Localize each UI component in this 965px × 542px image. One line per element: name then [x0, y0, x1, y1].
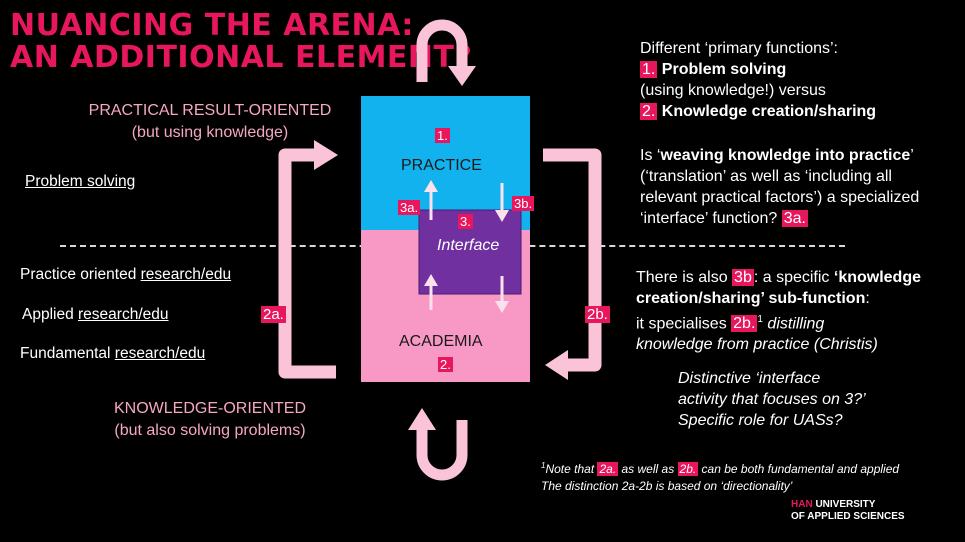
practical-subheading: (but using knowledge): [131, 124, 289, 141]
weaving-question-block: Is ‘weaving knowledge into practice’ (‘t…: [640, 145, 960, 229]
practical-heading-block: PRACTICAL RESULT-ORIENTED (but using kno…: [60, 100, 360, 144]
arrow-lower-up-head: [424, 274, 438, 286]
row-practice-oriented-link: research/edu: [140, 266, 232, 283]
weaving-q-bold: weaving knowledge into practice: [660, 147, 911, 164]
footnote: 1Note that 2a. as well as 2b. can be bot…: [541, 457, 961, 495]
primary-functions-block: Different ‘primary functions’: 1. Proble…: [640, 38, 960, 122]
weaving-question-line2: (‘translation’ as well as ‘including all: [640, 168, 892, 185]
right-bracket-arrow: [543, 148, 602, 372]
academia-number-badge: 2.: [438, 357, 453, 372]
weaving-question-line4: ‘interface’ function? 3a.: [640, 208, 960, 229]
right-bracket-arrowhead: [545, 350, 568, 380]
han-logo: HAN UNIVERSITY OF APPLIED SCIENCES: [791, 499, 905, 523]
left-bracket-arrowhead: [314, 140, 338, 170]
footnote-post: can be both fundamental and applied: [698, 462, 900, 476]
han-logo-mark: HAN: [791, 499, 813, 510]
footnote-badge-2b: 2b.: [677, 462, 699, 476]
also-line4: knowledge from practice (Christis): [636, 336, 878, 354]
practical-heading: PRACTICAL RESULT-ORIENTED: [88, 102, 332, 119]
distinctive-block: Distinctive ‘interface activity that foc…: [678, 368, 958, 431]
function-1: 1. Problem solving: [640, 59, 960, 80]
weaving-q-line4-text: ‘interface’ function?: [640, 210, 778, 227]
top-loop-arrow: [416, 19, 468, 82]
han-logo-university: UNIVERSITY: [815, 499, 876, 510]
interface-number-badge: 3.: [458, 214, 473, 229]
title-line-1: NUANCING THE ARENA:: [10, 8, 414, 43]
footnote-badge-2a: 2a.: [597, 462, 619, 476]
row-applied-link: research/edu: [78, 306, 169, 323]
han-logo-line1: HAN UNIVERSITY: [791, 499, 905, 511]
also-block: There is also 3b: a specific ‘knowledge …: [636, 267, 961, 355]
arrow-lower-down-head: [495, 301, 509, 313]
distinctive-line2: activity that focuses on 3?’: [678, 391, 866, 408]
also-bold1: ‘knowledge: [833, 269, 921, 286]
interface-label: Interface: [437, 237, 500, 254]
distinctive-line1: Distinctive ‘interface: [678, 370, 821, 387]
knowledge-heading-block: KNOWLEDGE-ORIENTED (but also solving pro…: [70, 398, 350, 442]
function-2: 2. Knowledge creation/sharing: [640, 101, 960, 122]
also-line2: creation/sharing’ sub-function:: [636, 288, 961, 309]
footnote-line1: 1Note that 2a. as well as 2b. can be bot…: [541, 457, 961, 478]
knowledge-subheading: (but also solving problems): [114, 422, 306, 439]
knowledge-heading: KNOWLEDGE-ORIENTED: [113, 400, 306, 417]
function-2-label: Knowledge creation/sharing: [661, 103, 877, 120]
title-line-2: AN ADDITIONAL ELEMENT?: [10, 40, 473, 75]
function-2-badge: 2.: [640, 103, 658, 120]
weaving-q-rest: ’: [910, 147, 914, 164]
footnote-line2: The distinction 2a-2b is based on ‘direc…: [541, 479, 793, 493]
row-fundamental-prefix: Fundamental: [20, 345, 115, 362]
also-line1: There is also 3b: a specific ‘knowledge: [636, 267, 961, 288]
weaving-q-pre: Is ‘: [640, 147, 661, 164]
row-applied-prefix: Applied: [22, 306, 79, 323]
also-badge: 3b: [732, 269, 754, 286]
row-fundamental-link: research/edu: [114, 345, 206, 362]
badge-3b: 3b.: [512, 196, 535, 211]
footnote-mid: as well as: [618, 462, 678, 476]
han-logo-line2: OF APPLIED SCIENCES: [791, 511, 905, 522]
also-colon2: :: [865, 290, 870, 307]
weaving-question-line1: Is ‘weaving knowledge into practice’: [640, 145, 960, 166]
weaving-question-line3: relevant practical factors’) a specializ…: [640, 189, 920, 206]
problem-solving-label: Problem solving: [25, 173, 136, 190]
also-pre: There is also: [636, 269, 733, 286]
academia-label: ACADEMIA: [399, 333, 483, 350]
footnote-sup: 1: [541, 461, 546, 470]
primary-functions-intro: Different ‘primary functions’:: [640, 40, 838, 57]
arrow-3b-upper-head: [495, 210, 509, 222]
weaving-q-badge: 3a.: [781, 210, 808, 227]
also-colon: : a specific: [753, 269, 834, 286]
function-1-note: (using knowledge!) versus: [640, 82, 826, 99]
row-practice-oriented: Practice oriented research/edu: [20, 266, 231, 284]
practice-number-badge: 1.: [435, 128, 450, 143]
row-applied: Applied research/edu: [22, 306, 169, 324]
slide-title: NUANCING THE ARENA: AN ADDITIONAL ELEMEN…: [10, 10, 472, 74]
distinctive-line3: Specific role for UASs?: [678, 412, 843, 429]
badge-2a: 2a.: [261, 306, 286, 323]
bottom-loop-arrow: [416, 420, 468, 481]
row-practice-oriented-prefix: Practice oriented: [20, 266, 141, 283]
function-1-label: Problem solving: [661, 61, 787, 78]
spec-badge: 2b.: [731, 315, 758, 333]
top-loop-arrowhead: [448, 66, 476, 86]
spec-sup: 1: [757, 314, 763, 325]
footnote-pre: Note that: [545, 462, 598, 476]
badge-2b: 2b.: [585, 306, 610, 323]
practice-label: PRACTICE: [401, 157, 482, 174]
spec-pre: it specialises: [636, 315, 732, 333]
arrow-3a-upper-head: [424, 180, 438, 192]
spec-ital: distilling: [762, 315, 825, 333]
left-bracket-arrow: [278, 148, 336, 379]
badge-3a: 3a.: [398, 200, 421, 215]
also-bold2: creation/sharing’ sub-function: [636, 290, 866, 307]
bottom-loop-arrowhead: [408, 408, 436, 430]
row-fundamental: Fundamental research/edu: [20, 345, 205, 363]
also-line3: it specialises 2b.1 distilling: [636, 309, 961, 334]
function-1-badge: 1.: [640, 61, 658, 78]
